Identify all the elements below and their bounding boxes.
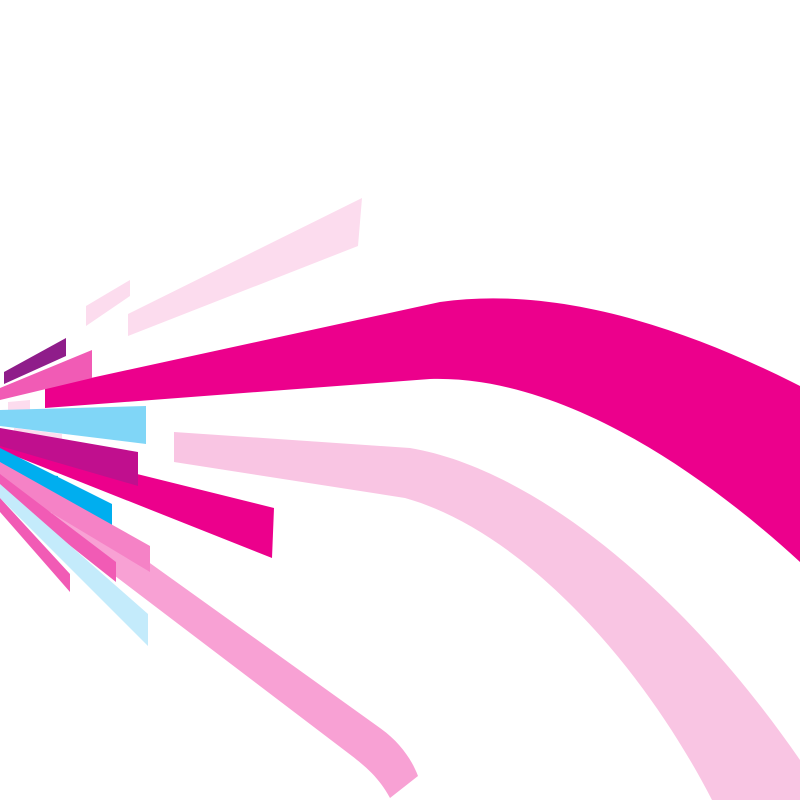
pink-streak-bottom	[0, 498, 70, 592]
pink-bar-streak	[0, 462, 150, 572]
magenta-main-swoosh	[45, 298, 800, 562]
light-pink-swoosh-band	[174, 432, 800, 800]
pale-pink-streak-top	[128, 198, 362, 336]
medium-pink-swoosh-streak	[52, 500, 418, 798]
pale-blue-streak	[0, 484, 148, 646]
purple-streak	[4, 338, 66, 384]
pale-pink-chip	[8, 400, 30, 412]
violet-magenta-streak	[0, 428, 138, 486]
light-blue-streak	[0, 406, 146, 444]
magenta-pointer-streak	[0, 440, 274, 558]
pale-pink-streak-small	[86, 280, 130, 326]
hot-pink-streak-lower	[0, 474, 116, 582]
hot-pink-streak	[0, 350, 92, 400]
